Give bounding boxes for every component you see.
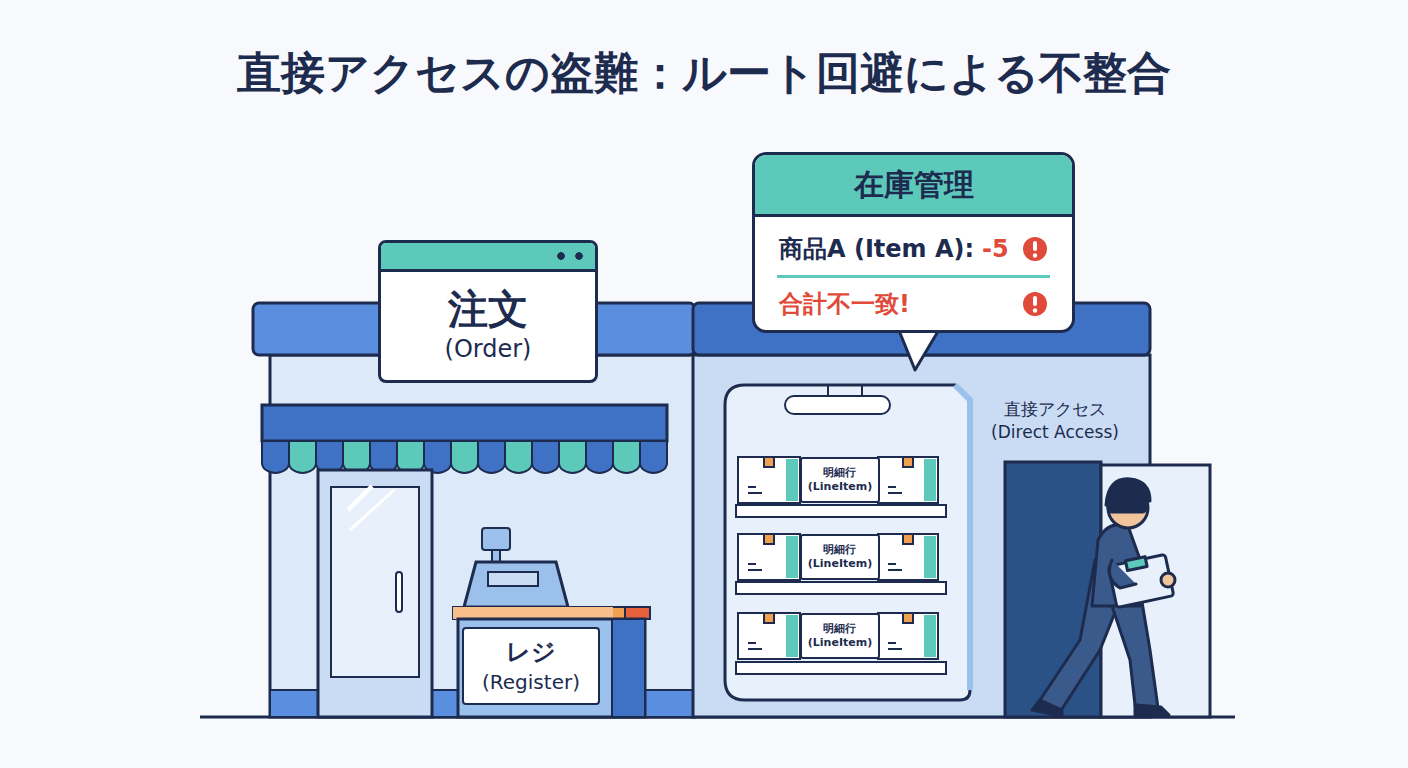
alert-icon [1022,236,1048,262]
lineitem-label: 明細行 (LineItem) [805,543,875,571]
alert-icon [1022,291,1048,317]
lineitem-label: 明細行 (LineItem) [805,622,875,650]
sign-heading: レジ [506,637,556,668]
callout-divider [777,275,1050,278]
callout-row: 商品A (Item A): -5 [755,223,1072,275]
mismatch-warning: 合計不一致! [779,288,910,320]
diagram-title: 直接アクセスの盗難：ルート回避による不整合 [0,44,1408,103]
door-label: 直接アクセス (Direct Access) [980,398,1130,444]
stock-value: -5 [982,235,1009,263]
item-label: 商品A (Item A): [779,233,974,265]
sign-heading: 注文 [448,284,528,334]
register-sign: レジ(Register) [462,627,600,705]
sign-subtitle: (Register) [482,669,580,695]
callout-heading: 在庫管理 [755,165,1072,206]
inventory-callout: 在庫管理商品A (Item A): -5 合計不一致! [752,152,1075,333]
lineitem-box: 明細行 (LineItem) [800,457,880,503]
order-sign: 注文(Order) [378,240,598,383]
lineitem-label: 明細行 (LineItem) [805,466,875,494]
callout-row: 合計不一致! [755,278,1072,330]
lineitem-box: 明細行 (LineItem) [800,534,880,580]
lineitem-box: 明細行 (LineItem) [800,613,880,659]
callout-header: 在庫管理 [755,155,1072,217]
sign-subtitle: (Order) [445,334,532,365]
sign-body: 注文(Order) [445,258,532,365]
sign-header-bar [381,243,595,272]
window-dots [557,252,583,260]
